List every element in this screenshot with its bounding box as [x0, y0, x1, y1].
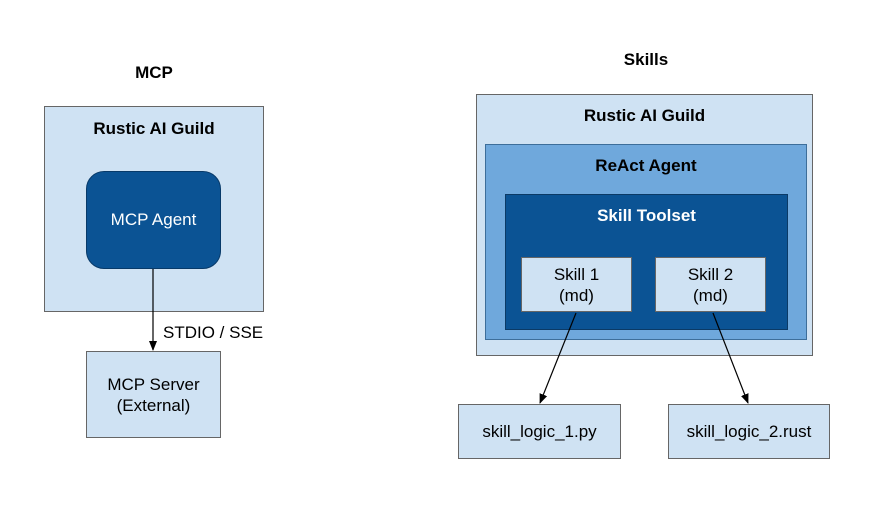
skill-1-node: Skill 1 (md): [521, 257, 632, 312]
mcp-server-node: MCP Server (External): [86, 351, 221, 438]
mcp-agent-node: MCP Agent: [86, 171, 221, 269]
connection-label: STDIO / SSE: [163, 323, 264, 342]
skill-1-to-logic-1-arrow: [539, 312, 577, 404]
mcp-heading: MCP: [135, 63, 173, 82]
skill-logic-2-node: skill_logic_2.rust: [668, 404, 830, 459]
react-agent-label: ReAct Agent: [595, 156, 697, 175]
skill-toolset-label: Skill Toolset: [597, 206, 696, 225]
skills-heading: Skills: [623, 50, 669, 69]
skill-2-node: Skill 2 (md): [655, 257, 766, 312]
skill-2-to-logic-2-arrow: [712, 312, 749, 404]
skills-guild-label: Rustic AI Guild: [583, 106, 706, 125]
skill-logic-1-node: skill_logic_1.py: [458, 404, 621, 459]
mcp-agent-label: MCP Agent: [110, 210, 197, 229]
mcp-guild-label: Rustic AI Guild: [93, 119, 215, 138]
